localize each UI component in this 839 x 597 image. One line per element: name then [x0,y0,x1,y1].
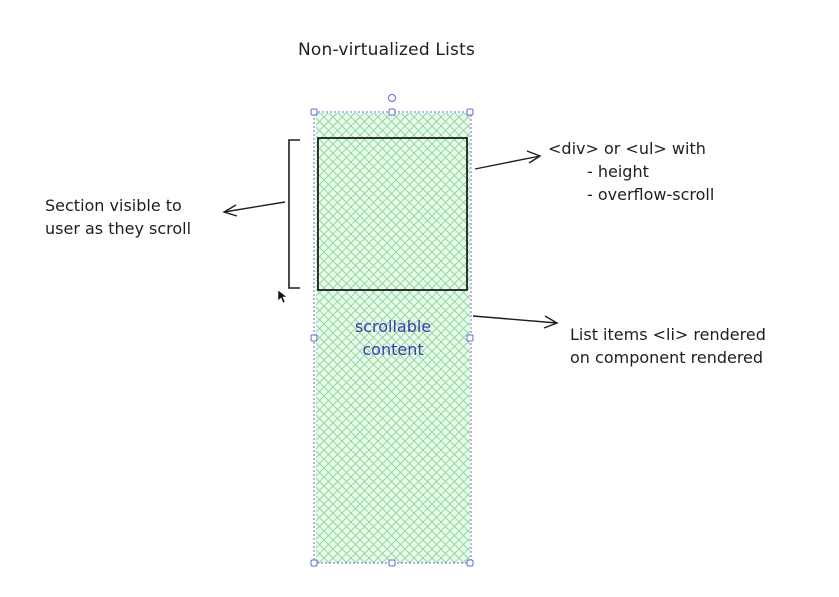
viewport-note-line: Section visible to [45,196,182,215]
viewport-bracket[interactable] [288,139,300,289]
resize-handle-top[interactable] [388,108,396,116]
resize-handle-left[interactable] [310,334,318,342]
container-note-line: - height [587,162,649,181]
list-items-note-line: on component rendered [570,348,764,367]
resize-handle-bottom[interactable] [388,559,396,567]
list-items-note-line: List items <li> rendered [570,325,766,344]
rotate-handle[interactable] [388,94,396,102]
resize-handle-right[interactable] [466,334,474,342]
viewport-note-line: user as they scroll [45,219,192,238]
resize-handle-top-left[interactable] [310,108,318,116]
scrollable-content-label-line: scrollable [354,317,432,336]
scrollable-list-shape[interactable] [316,113,470,563]
container-note-line: <div> or <ul> with [548,139,706,158]
selection-frame[interactable] [310,94,474,567]
scrollable-content-label-line: content [362,340,424,359]
resize-handle-bottom-left[interactable] [310,559,318,567]
container-note: <div> or <ul> with - height - overflow-s… [548,137,714,206]
arrow-to-left-note[interactable] [222,201,286,217]
resize-handle-top-right[interactable] [466,108,474,116]
visible-viewport-box[interactable] [317,137,468,291]
container-note-line: - overflow-scroll [587,185,715,204]
arrow-to-list-items-note[interactable] [472,315,559,329]
mouse-cursor-icon [277,289,288,304]
arrow-to-container-note[interactable] [474,150,542,170]
resize-handle-bottom-right[interactable] [466,559,474,567]
scrollable-content-label: scrollable content [318,315,468,361]
list-items-note: List items <li> rendered on component re… [570,323,766,369]
diagram-title: Non-virtualized Lists [298,40,475,60]
viewport-note: Section visible to user as they scroll [45,194,191,240]
